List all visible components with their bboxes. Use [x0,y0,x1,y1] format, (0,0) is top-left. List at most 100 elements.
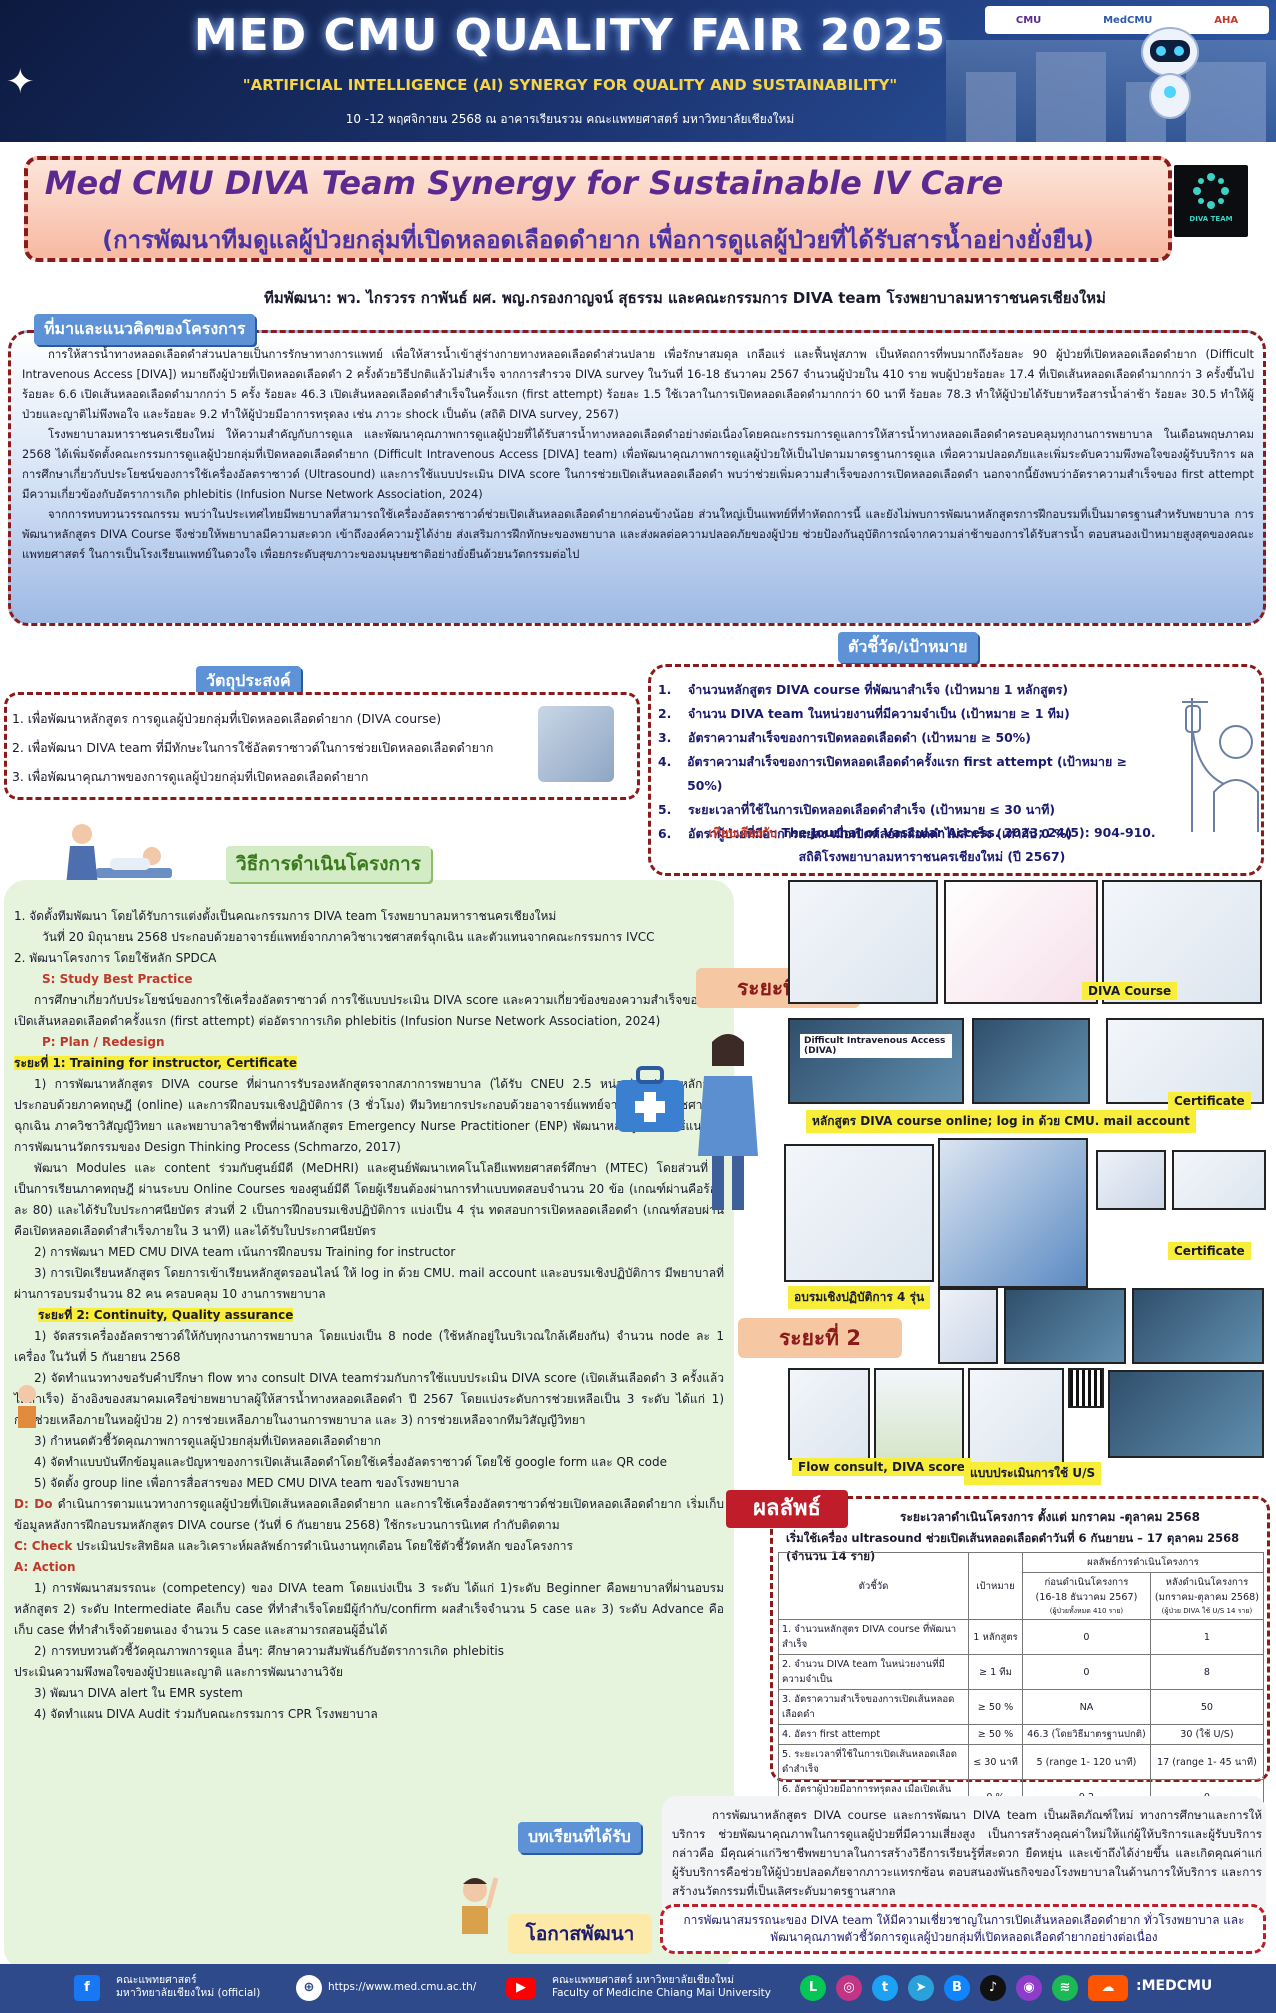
twitter-icon[interactable]: t [872,1975,898,2001]
instagram-icon[interactable]: ◎ [836,1975,862,2001]
table-header-row: ก่อนดำเนินโครงการ(16-18 ธันวาคม 2567)(ผู… [779,1572,1265,1620]
background-paragraph: โรงพยาบาลมหาราชนครเชียงใหม่ ให้ความสำคัญ… [22,427,1254,501]
ultrasound-allocation-photo [1004,1288,1126,1364]
iv-insertion-photo [538,706,614,782]
nurse-with-patient-icon [66,824,172,886]
team-line: ทีมพัฒนา: พว. ไกรวรร กาพันธ์ ผศ. พญ.กรอง… [264,289,1106,307]
online-course-caption: หลักสูตร DIVA course online; log in ด้วย… [806,1110,1196,1133]
flow-document [788,1368,870,1460]
certificate-image-2 [1172,1150,1266,1210]
table-row: 2. จำนวน DIVA team ในหน่วยงานที่มีความจำ… [778,1654,1265,1690]
method-label: วิธีการดำเนินโครงการ [226,846,431,882]
certificate-caption: Certificate [1168,1092,1251,1110]
kpi-item: 1.จำนวนหลักสูตร DIVA course ที่พัฒนาสำเร… [658,682,1069,697]
youtube-icon[interactable]: ▶ [506,1977,536,1999]
workshop-photo [1096,1150,1166,1210]
phase2-highlight: ระยะที่ 2: Continuity, Quality assurance [38,1308,294,1322]
social-handle: :MEDCMU [1136,1978,1213,1994]
course-approval-document [788,880,938,1004]
kpi-item: 6.อัตราผู้ป่วยที่มีอาการแย่ลง เมื่อเปิดห… [658,826,1073,841]
kpi-box [648,664,1264,876]
telegram-icon[interactable]: ➤ [908,1975,934,2001]
kpi-reference: สถิติโรงพยาบาลมหาราชนครเชียงใหม่ (ปี 256… [798,849,1066,864]
table-row: 4. อัตรา first attempt≥ 50 %46.3 (โดยวิธ… [778,1724,1265,1745]
podcast-icon[interactable]: ◉ [1016,1975,1042,2001]
kpi-label: ตัวชี้วัด/เป้าหมาย [838,632,978,663]
table-header-row: ตัวชี้วัด เป้าหมาย ผลลัพธ์การดำเนินโครงก… [778,1552,1264,1620]
objectives-list: 1. เพื่อพัฒนาหลักสูตร การดูแลผู้ป่วยกลุ่… [12,704,542,791]
workshop-caption: อบรมเชิงปฏิบัติการ 4 รุ่น [788,1286,931,1309]
results-table: ตัวชี้วัด เป้าหมาย ผลลัพธ์การดำเนินโครงก… [778,1552,1265,1815]
diva-logo-icon [1193,173,1229,209]
diva-team-logo: DIVA TEAM [1174,165,1248,237]
qr-code-icon [1068,1368,1104,1408]
bluesky-icon[interactable]: B [944,1975,970,2001]
building-image [946,40,1276,142]
background-text: การให้สารน้ำทางหลอดเลือดดำส่วนปลายเป็นกา… [22,344,1254,564]
flow-consult-chart [874,1368,964,1460]
fair-title: MED CMU QUALITY FAIR 2025 [193,10,947,61]
phase2-label: ระยะที่ 2 [738,1318,902,1358]
background-paragraph: การให้สารน้ำทางหลอดเลือดดำส่วนปลายเป็นกา… [22,347,1254,421]
workshop-poster [938,1138,1088,1288]
certificate-caption-2: Certificate [1168,1242,1251,1260]
robot-mascot-icon [1141,27,1199,119]
fair-subtitle: "ARTIFICIAL INTELLIGENCE (AI) SYNERGY FO… [242,76,898,94]
objective-item: 2. เพื่อพัฒนา DIVA team ที่มีทักษะในการใ… [12,740,494,755]
ultrasound-training-photo [1132,1288,1264,1364]
background-label: ที่มาและแนวคิดของโครงการ [34,314,256,345]
lessons-text: การพัฒนาหลักสูตร DIVA course และการพัฒนา… [672,1808,1262,1898]
objectives-box [4,692,640,800]
workshop-schedule-document [784,1144,934,1282]
kpi-item: 2.จำนวน DIVA team ในหน่วยงานที่มีความจำเ… [658,706,1070,721]
table-row: 1. จำนวนหลักสูตร DIVA course ที่พัฒนาสำเ… [778,1619,1265,1655]
line-icon[interactable]: L [800,1975,826,2001]
facebook-page-name[interactable]: คณะแพทยศาสตร์มหาวิทยาลัยเชียงใหม่ (offic… [116,1974,261,1999]
objective-item: 3. เพื่อพัฒนาคุณภาพของการดูแลผู้ป่วยกลุ่… [12,769,369,784]
sponsor-logo-strip: CMU MedCMU AHA [985,6,1269,34]
globe-icon: ⊕ [296,1975,322,2001]
table-row: 5. ระยะเวลาที่ใช้ในการเปิดเส้นหลอดเลือดด… [778,1744,1265,1780]
team-group-photo [1108,1370,1264,1458]
soundcloud-icon[interactable]: ☁ [1088,1975,1128,2001]
child-raising-hand-icon [462,1877,499,1934]
tiktok-icon[interactable]: ♪ [980,1975,1006,2001]
lessons-label: บทเรียนที่ได้รับ [518,1822,641,1853]
online-course-screen-title: Difficult Intravenous Access (DIVA) [800,1034,952,1058]
diva-medical-bag-icon [616,1066,684,1132]
kpi-item: 4.อัตราความสำเร็จของการเปิดหลอดเลือดดำคร… [658,754,1127,793]
certificate-image [1106,1018,1264,1104]
cmu-logo: CMU [1015,14,1042,26]
u-s-evaluation-form [968,1368,1064,1464]
facebook-icon[interactable]: f [74,1975,100,2001]
website-link[interactable]: https://www.med.cmu.ac.th/ [328,1981,477,1993]
diva-course-caption: DIVA Course [1082,982,1178,1000]
doctor-woman-icon [698,1034,758,1210]
spotify-icon[interactable]: ≋ [1052,1975,1078,2001]
design-thinking-diagram [944,880,1098,1004]
lessons-box [662,1796,1266,1924]
results-period: ระยะเวลาดำเนินโครงการ ตั้งแต่ มกราคม -ตุ… [900,1510,1200,1524]
project-subtitle: (การพัฒนาทีมดูแลผู้ป่วยกลุ่มที่เปิดหลอดเ… [102,226,1094,254]
kpi-item: 3.อัตราความสำเร็จของการเปิดหลอดเลือดดำ (… [658,730,1031,745]
kpi-item: 5.ระยะเวลาที่ใช้ในการเปิดหลอดเลือดดำสำเร… [658,802,1056,817]
project-title: Med CMU DIVA Team Synergy for Sustainabl… [44,164,1004,202]
sparkle-star-icon: ✦ [6,62,35,102]
table-row: 3. อัตราความสำเร็จของการเปิดเส้นหลอดเลือ… [778,1689,1265,1725]
youtube-channel-name[interactable]: คณะแพทยศาสตร์ มหาวิทยาลัยเชียงใหม่Facult… [552,1974,771,1999]
iv-drip-patient-icon [1182,698,1259,832]
project-title-box [24,156,1172,262]
results-label: ผลลัพธ์ [726,1490,848,1528]
child-pointing-icon [18,1385,36,1428]
opportunity-text: การพัฒนาสมรรถนะของ DIVA team ให้มีความเช… [683,1913,1245,1944]
kpi-reference: เทียบเคียงกับ The Journal of Vascular Ac… [708,825,1156,840]
background-paragraph: จากการทบทวนวรรณกรรม พบว่าในประเทศไทยมีพย… [22,507,1254,561]
phase1-highlight: ระยะที่ 1: Training for instructor, Cert… [14,1056,297,1070]
opportunity-box [660,1904,1266,1954]
online-course-screenshot: Difficult Intravenous Access (DIVA) [788,1018,964,1104]
background-box [8,330,1266,626]
kpi-list: 1.จำนวนหลักสูตร DIVA course ที่พัฒนาสำเร… [652,678,1152,846]
medcmu-logo: MedCMU [1103,14,1153,26]
ultrasound-machine-photo [938,1288,998,1364]
objective-item: 1. เพื่อพัฒนาหลักสูตร การดูแลผู้ป่วยกลุ่… [12,711,442,726]
